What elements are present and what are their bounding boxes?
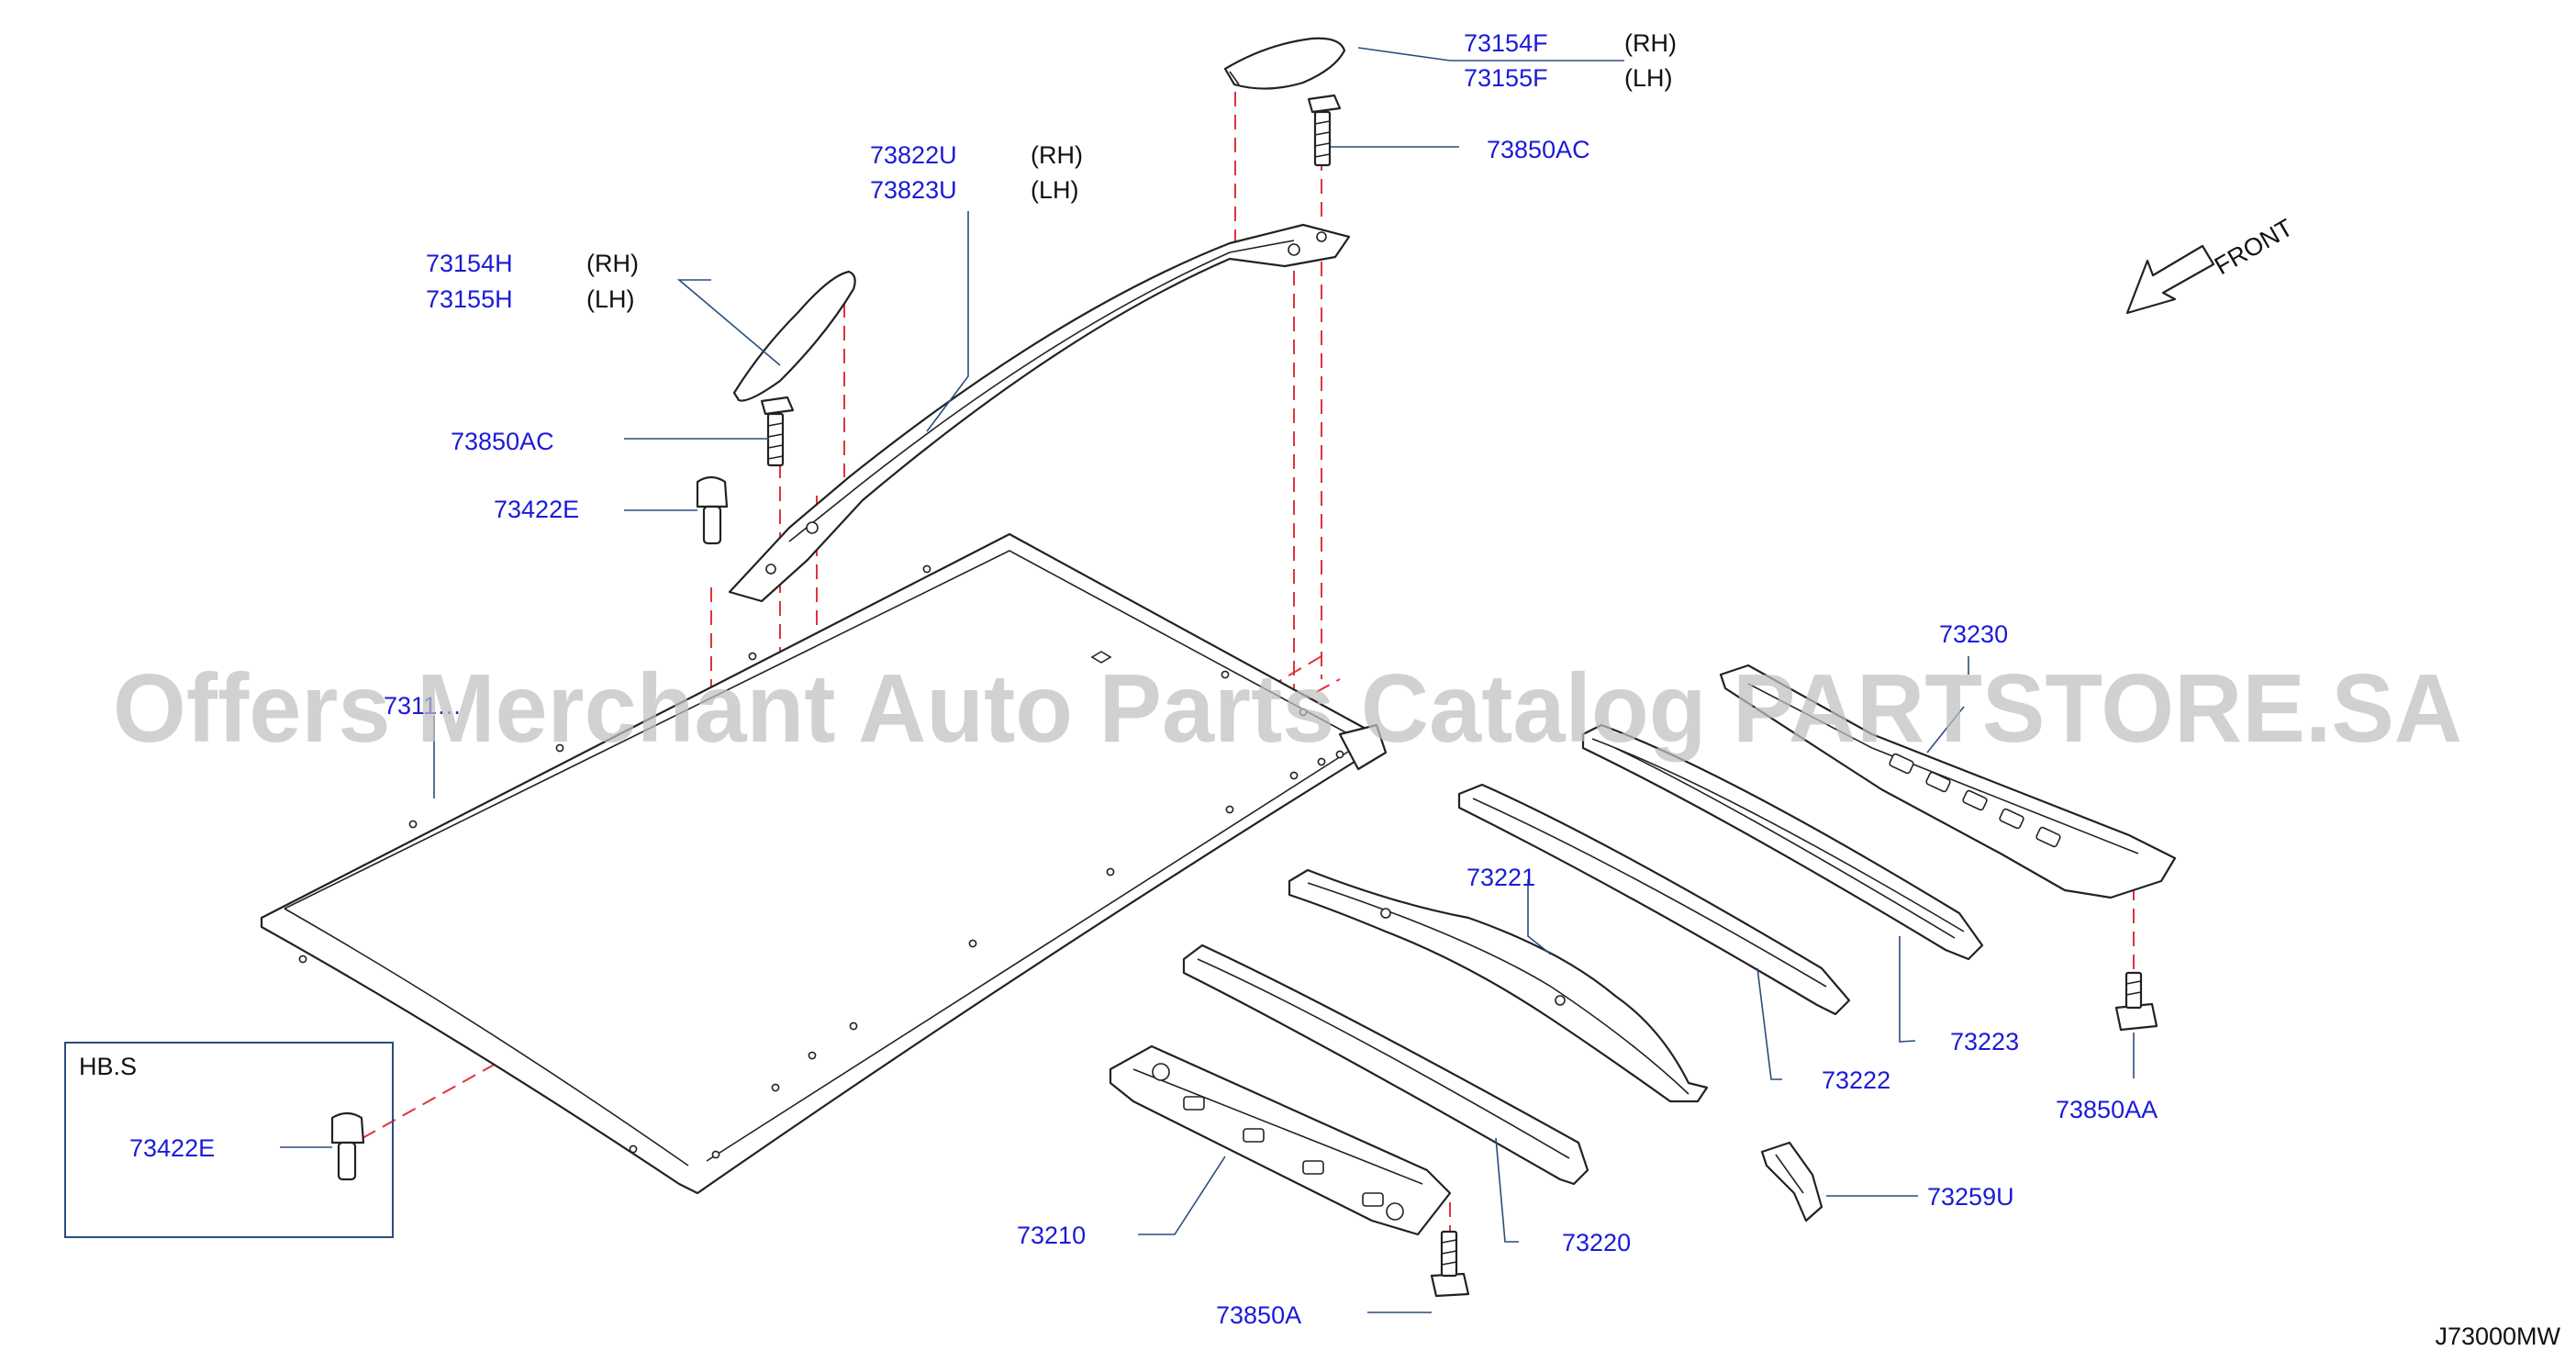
bolt-rear xyxy=(2114,971,2158,1032)
label-bow-front[interactable]: 73220 xyxy=(1562,1229,1631,1256)
inset-box: HB.S 73422E xyxy=(64,1042,394,1238)
label-rail-front[interactable]: 73210 xyxy=(1017,1222,1086,1249)
roof-panel xyxy=(260,532,1388,1195)
label-lh-3: (LH) xyxy=(586,285,635,313)
end-cap-rear xyxy=(732,270,856,402)
label-roof-panel[interactable]: 7311… xyxy=(384,692,462,720)
bow-center-73222 xyxy=(1457,783,1851,1016)
bow-rear-panel-73230 xyxy=(1719,664,2177,899)
label-bow-center-front[interactable]: 73221 xyxy=(1466,864,1535,891)
clip-mid xyxy=(696,475,729,545)
label-lh-2: (LH) xyxy=(1031,176,1079,204)
label-end-cap-rear-lh[interactable]: 73155H xyxy=(426,285,513,313)
label-bow-rear-panel[interactable]: 73230 xyxy=(1939,620,2008,648)
label-bolt-mid[interactable]: 73850AC xyxy=(451,428,554,455)
label-rh-2: (RH) xyxy=(1031,141,1083,169)
label-lh-1: (LH) xyxy=(1624,64,1673,92)
bow-rear-73223 xyxy=(1581,723,1984,961)
diagram-code: J73000MW xyxy=(2435,1323,2560,1350)
label-roof-rail-rh[interactable]: 73822U xyxy=(870,141,957,169)
watermark: Offers Merchant Auto Parts Catalog PARTS… xyxy=(113,654,2462,763)
front-arrow-icon xyxy=(2125,244,2215,315)
leader-lines xyxy=(280,47,2135,1313)
end-cap-front xyxy=(1223,37,1346,90)
inset-title: HB.S xyxy=(79,1053,137,1080)
label-end-cap-rear-rh[interactable]: 73154H xyxy=(426,250,513,277)
front-label: FRONT xyxy=(2210,214,2298,280)
label-bow-center[interactable]: 73222 xyxy=(1822,1066,1890,1094)
label-rh-3: (RH) xyxy=(586,250,639,277)
inset-part-label[interactable]: 73422E xyxy=(129,1134,215,1162)
roof-rail xyxy=(728,223,1351,603)
label-rh-1: (RH) xyxy=(1624,29,1677,57)
label-end-cap-front-lh[interactable]: 73155F xyxy=(1464,64,1548,92)
bolt-mid xyxy=(760,396,795,467)
label-bolt-front[interactable]: 73850A xyxy=(1216,1301,1301,1329)
rail-front-73210 xyxy=(1109,1044,1452,1236)
part-labels: 73154F (RH) 73155F (LH) 73850AC 73822U (… xyxy=(384,29,2158,1329)
bow-center-front-73221 xyxy=(1288,868,1709,1103)
label-bolt-top[interactable]: 73850AC xyxy=(1487,136,1590,163)
label-bracket[interactable]: 73259U xyxy=(1927,1183,2014,1211)
bolt-top xyxy=(1307,94,1342,167)
label-end-cap-front-rh[interactable]: 73154F xyxy=(1464,29,1548,57)
bow-front-73220 xyxy=(1182,943,1589,1186)
clip-inset xyxy=(330,1111,365,1181)
label-roof-rail-lh[interactable]: 73823U xyxy=(870,176,957,204)
bolt-front xyxy=(1430,1230,1470,1298)
label-bolt-rear[interactable]: 73850AA xyxy=(2056,1096,2158,1123)
bracket-73259U xyxy=(1760,1141,1823,1222)
label-bow-rear[interactable]: 73223 xyxy=(1950,1028,2019,1055)
label-clip[interactable]: 73422E xyxy=(494,496,579,523)
